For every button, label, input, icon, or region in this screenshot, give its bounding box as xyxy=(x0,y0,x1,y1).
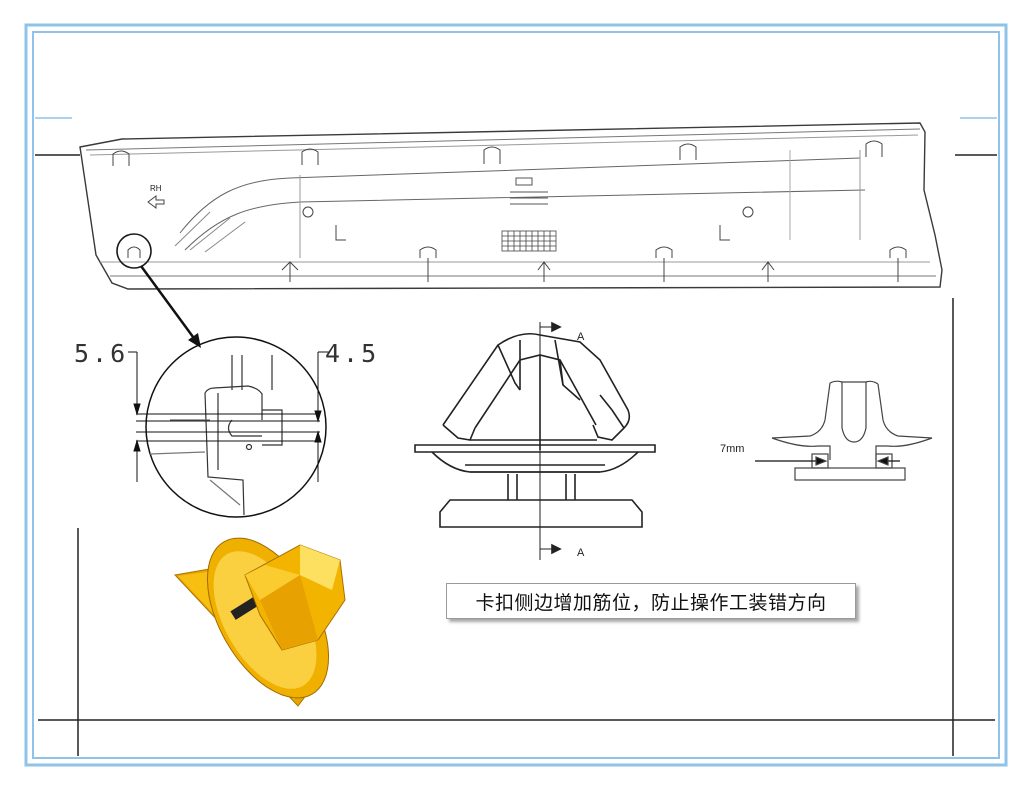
top-clips xyxy=(112,140,883,166)
section-label-top: A xyxy=(577,331,585,343)
clip-front-view xyxy=(414,321,656,560)
page-frame xyxy=(24,23,1008,767)
dimension-arrows xyxy=(128,351,330,482)
clip-side-view xyxy=(755,380,933,481)
part-label-block xyxy=(510,177,548,205)
section-label-bottom: A xyxy=(577,547,585,559)
detail-view xyxy=(136,336,327,518)
part-side-label: RH xyxy=(150,184,162,193)
trim-panel xyxy=(79,122,943,290)
gap-dimension-label: 7mm xyxy=(720,443,744,455)
clip-3d-render xyxy=(174,537,346,707)
bottom-clips xyxy=(127,246,907,282)
date-grid xyxy=(501,230,557,252)
dimension-right: 4.5 xyxy=(325,339,379,368)
detail-callout xyxy=(116,233,201,348)
dimension-left: 5.6 xyxy=(74,339,128,368)
drawing-border-lines xyxy=(35,117,997,756)
caption-note: 卡扣侧边增加筋位，防止操作工装错方向 xyxy=(446,583,856,619)
